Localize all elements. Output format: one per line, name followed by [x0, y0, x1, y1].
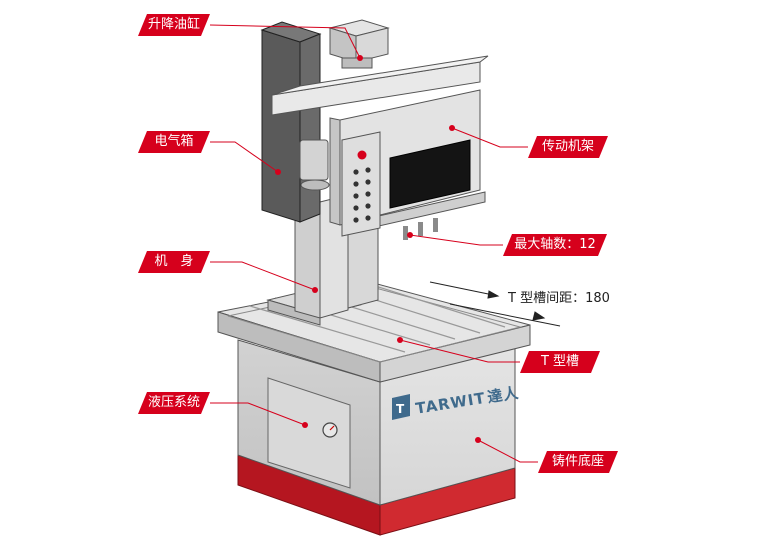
brand-logo — [392, 394, 410, 420]
label-machine-body: 机 身 — [138, 251, 210, 273]
label-transmission-frame: 传动机架 — [528, 136, 608, 158]
brand-name-cn: 達人 — [486, 383, 521, 407]
label-cast-base: 铸件底座 — [538, 451, 618, 473]
svg-text:T: T — [396, 402, 405, 416]
label-hydraulic-system: 液压系统 — [138, 392, 210, 414]
callout-lines — [209, 24, 538, 463]
cast-base: T — [237, 339, 516, 536]
dimension-arrows — [429, 281, 561, 327]
machine-column — [294, 194, 379, 319]
control-panel — [341, 131, 381, 237]
callout-dots — [275, 55, 481, 443]
label-lift-cylinder: 升降油缸 — [138, 14, 210, 36]
electric-cabinet — [260, 21, 322, 223]
label-max-spindles: 最大轴数：12 — [503, 234, 607, 256]
emergency-stop-icon — [357, 150, 367, 160]
label-electric-box: 电气箱 — [138, 131, 210, 153]
label-t-slot: T 型槽 — [520, 351, 600, 373]
label-t-slot-pitch: T 型槽间距：180 — [508, 291, 610, 306]
